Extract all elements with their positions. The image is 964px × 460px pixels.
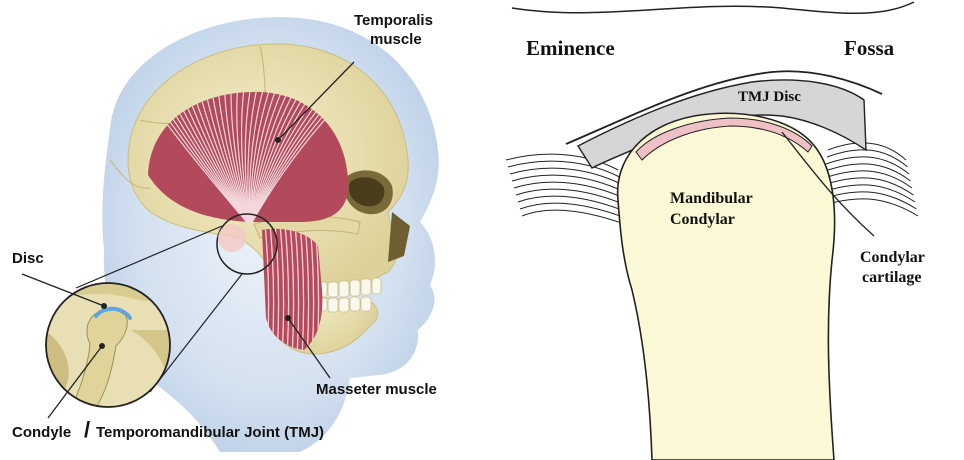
tmj-cross-section xyxy=(482,0,964,460)
ligament-fibers-left xyxy=(506,154,630,226)
tmj-cross-section-panel: Eminence Fossa TMJ Disc Mandibular Condy… xyxy=(482,0,964,460)
temporalis-label-line2: muscle xyxy=(370,31,422,48)
skull-base-line xyxy=(512,2,914,13)
condylar-cartilage-label-line2: cartilage xyxy=(862,268,922,287)
skull-diagram-panel: Temporalis muscle Disc Masseter muscle C… xyxy=(0,0,482,460)
mandibular-label: Mandibular xyxy=(670,189,753,208)
eminence-label: Eminence xyxy=(526,36,615,60)
tmj-full-label: Temporomandibular Joint (TMJ) xyxy=(96,424,324,441)
condylar-cartilage-label-line1: Condylar xyxy=(860,248,925,267)
temporalis-label-line1: Temporalis xyxy=(354,12,433,29)
condyle-label: Condyle xyxy=(12,424,71,441)
tmj-disc-label: TMJ Disc xyxy=(738,88,801,106)
masseter-label: Masseter muscle xyxy=(316,381,437,398)
condylar-label: Condylar xyxy=(670,210,735,229)
mandibular-condyle xyxy=(618,113,835,460)
disc-label: Disc xyxy=(12,250,44,267)
label-slash: / xyxy=(84,418,90,442)
fossa-label: Fossa xyxy=(844,36,894,60)
